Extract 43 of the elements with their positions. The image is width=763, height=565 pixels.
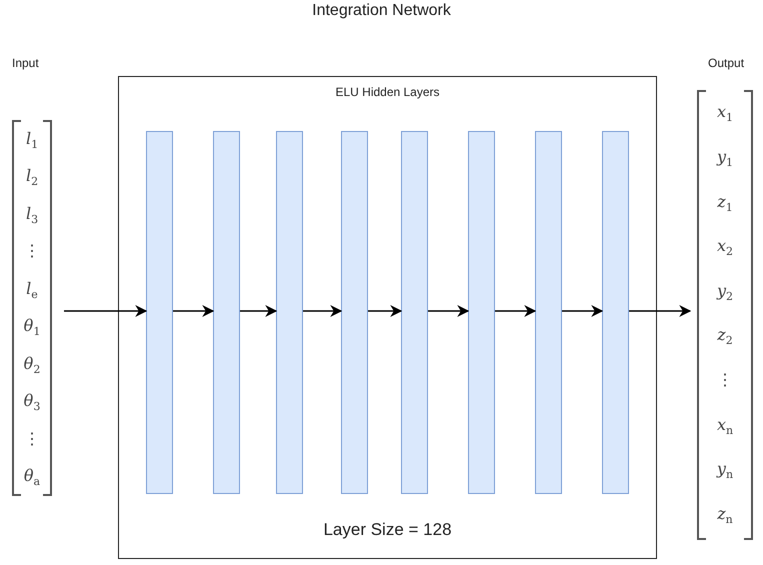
vector-entry: l$_{1}$ <box>24 128 40 153</box>
vector-entry: l$_{e}$ <box>25 278 39 303</box>
arrow <box>240 305 278 317</box>
layer-bar <box>276 131 303 494</box>
vector-entry: l$_{2}$ <box>24 166 40 190</box>
layer-bar <box>468 131 495 494</box>
vector-entry: ⋮ <box>716 370 734 390</box>
arrow <box>303 305 342 317</box>
layer-bar <box>602 131 629 494</box>
arrow <box>64 305 148 317</box>
vector-heading: Output <box>708 56 744 70</box>
arrow <box>629 305 692 317</box>
vector-entry: θ$_{3}$ <box>22 391 42 416</box>
vector-entry: x$_{2}$ <box>716 236 734 260</box>
layer-bar <box>401 131 428 494</box>
vector-entry: y$_{n}$ <box>715 459 734 484</box>
arrow <box>495 305 536 317</box>
vector-entry: θ$_{1}$ <box>22 316 42 340</box>
vector-entry: x$_{1}$ <box>716 102 734 126</box>
layer-size-label: Layer Size = 128 <box>322 520 453 540</box>
layer-bar <box>341 131 368 494</box>
vector-entry: x$_{n}$ <box>716 414 734 439</box>
vector-entry: ⋮ <box>23 241 41 262</box>
vector-heading: Input <box>12 56 39 70</box>
frame-heading: ELU Hidden Layers <box>334 85 441 99</box>
diagram-title: Integration Network <box>311 2 452 20</box>
layer-bar <box>535 131 562 494</box>
vector-entry: θ$_{a}$ <box>22 466 42 490</box>
arrow <box>173 305 214 317</box>
layer-bar <box>213 131 240 494</box>
arrow <box>562 305 604 317</box>
arrow <box>428 305 470 317</box>
vector-entry: l$_{3}$ <box>24 204 40 228</box>
hidden-layers-frame <box>118 76 657 559</box>
vector-entry: z$_{n}$ <box>716 504 734 528</box>
vector-entry: θ$_{2}$ <box>22 354 42 378</box>
layer-bar <box>146 131 173 494</box>
vector-entry: z$_{1}$ <box>716 192 734 216</box>
vector-entry: z$_{2}$ <box>716 325 734 350</box>
vector-entry: y$_{1}$ <box>716 146 734 172</box>
arrow <box>368 305 402 317</box>
vector-entry: y$_{2}$ <box>716 280 734 305</box>
vector-entry: ⋮ <box>23 428 41 449</box>
